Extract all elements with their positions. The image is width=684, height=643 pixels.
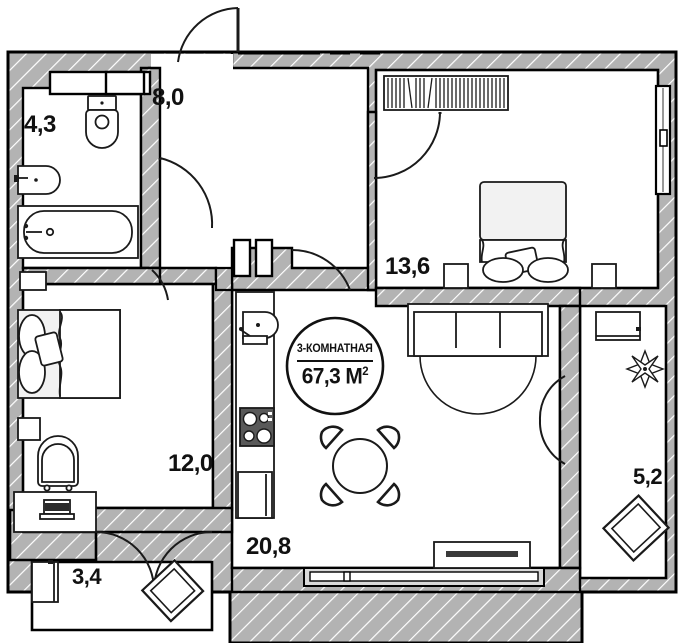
area-label-bedroom-small: 12,0 [168,450,213,477]
double-bed [17,309,121,399]
office-chair [37,435,79,492]
double-bed [479,181,569,283]
badge-area-value: 67,3 M [301,363,363,389]
bedroom-large-furniture [383,75,617,289]
washbasin [14,165,61,195]
entrance-door [177,7,240,63]
dining-table [332,438,388,494]
badge-divider [297,359,373,363]
toilet [85,95,119,149]
sofa [407,303,549,357]
window-niche-2 [104,70,146,96]
door-swings [95,7,566,591]
shelf-box [19,271,47,291]
dining-chair-tl [319,425,344,450]
area-label-living-kitchen: 20,8 [246,533,291,560]
area-label-hallway: 8,0 [152,84,184,111]
kitchen-sink [239,311,279,345]
area-badge: 3-КОМНАТНАЯ 67,3 M2 [288,331,382,401]
nightstand [17,417,41,441]
balcony-right-door [538,375,566,465]
nightstand-right [591,263,617,289]
area-label-bathroom: 4,3 [24,111,56,138]
dining-set [319,425,401,507]
badge-room-count: 3-КОМНАТНАЯ [297,343,373,356]
armchair [140,558,205,623]
bathroom-lower-door [151,269,169,301]
balcony-right-furniture [595,311,671,563]
area-label-bedroom-large: 13,6 [385,253,430,280]
area-badge-circle [285,316,385,416]
dining-chair-br [376,482,401,507]
openings [48,51,672,587]
badge-total-area: 67,3 M2 [301,363,369,389]
bathroom-door [158,157,214,229]
balcony-window [303,567,545,587]
desk-with-laptop [13,491,97,533]
kitchen-arch-door [291,249,351,291]
storage-cabinet [31,560,59,603]
wardrobe [383,75,509,111]
kitchen-furniture [232,238,279,519]
cooktop [239,407,275,447]
balcony-left-furniture [31,558,205,623]
wall-niche-1 [232,238,252,278]
bedroom-small-furniture [13,271,121,533]
pillows [482,246,569,283]
tv-console [433,541,531,569]
window-right [654,84,672,196]
area-label-balcony-left: 3,4 [72,564,102,589]
bathtub [17,205,139,259]
area-label-balcony-right: 5,2 [633,464,663,489]
armchair [601,493,671,563]
side-table [595,311,641,341]
bedroom-large-door [373,111,442,179]
round-rug [419,355,537,415]
dining-chair-bl [319,482,344,507]
badge-area-unit: 2 [362,364,369,379]
kitchen-cabinet [237,471,273,519]
wall-niche-2 [254,238,274,278]
bathroom-fixtures [14,95,139,259]
dining-chair-tr [376,425,401,450]
nightstand-left [443,263,469,289]
living-furniture [319,303,549,569]
plant-decor [625,349,665,389]
